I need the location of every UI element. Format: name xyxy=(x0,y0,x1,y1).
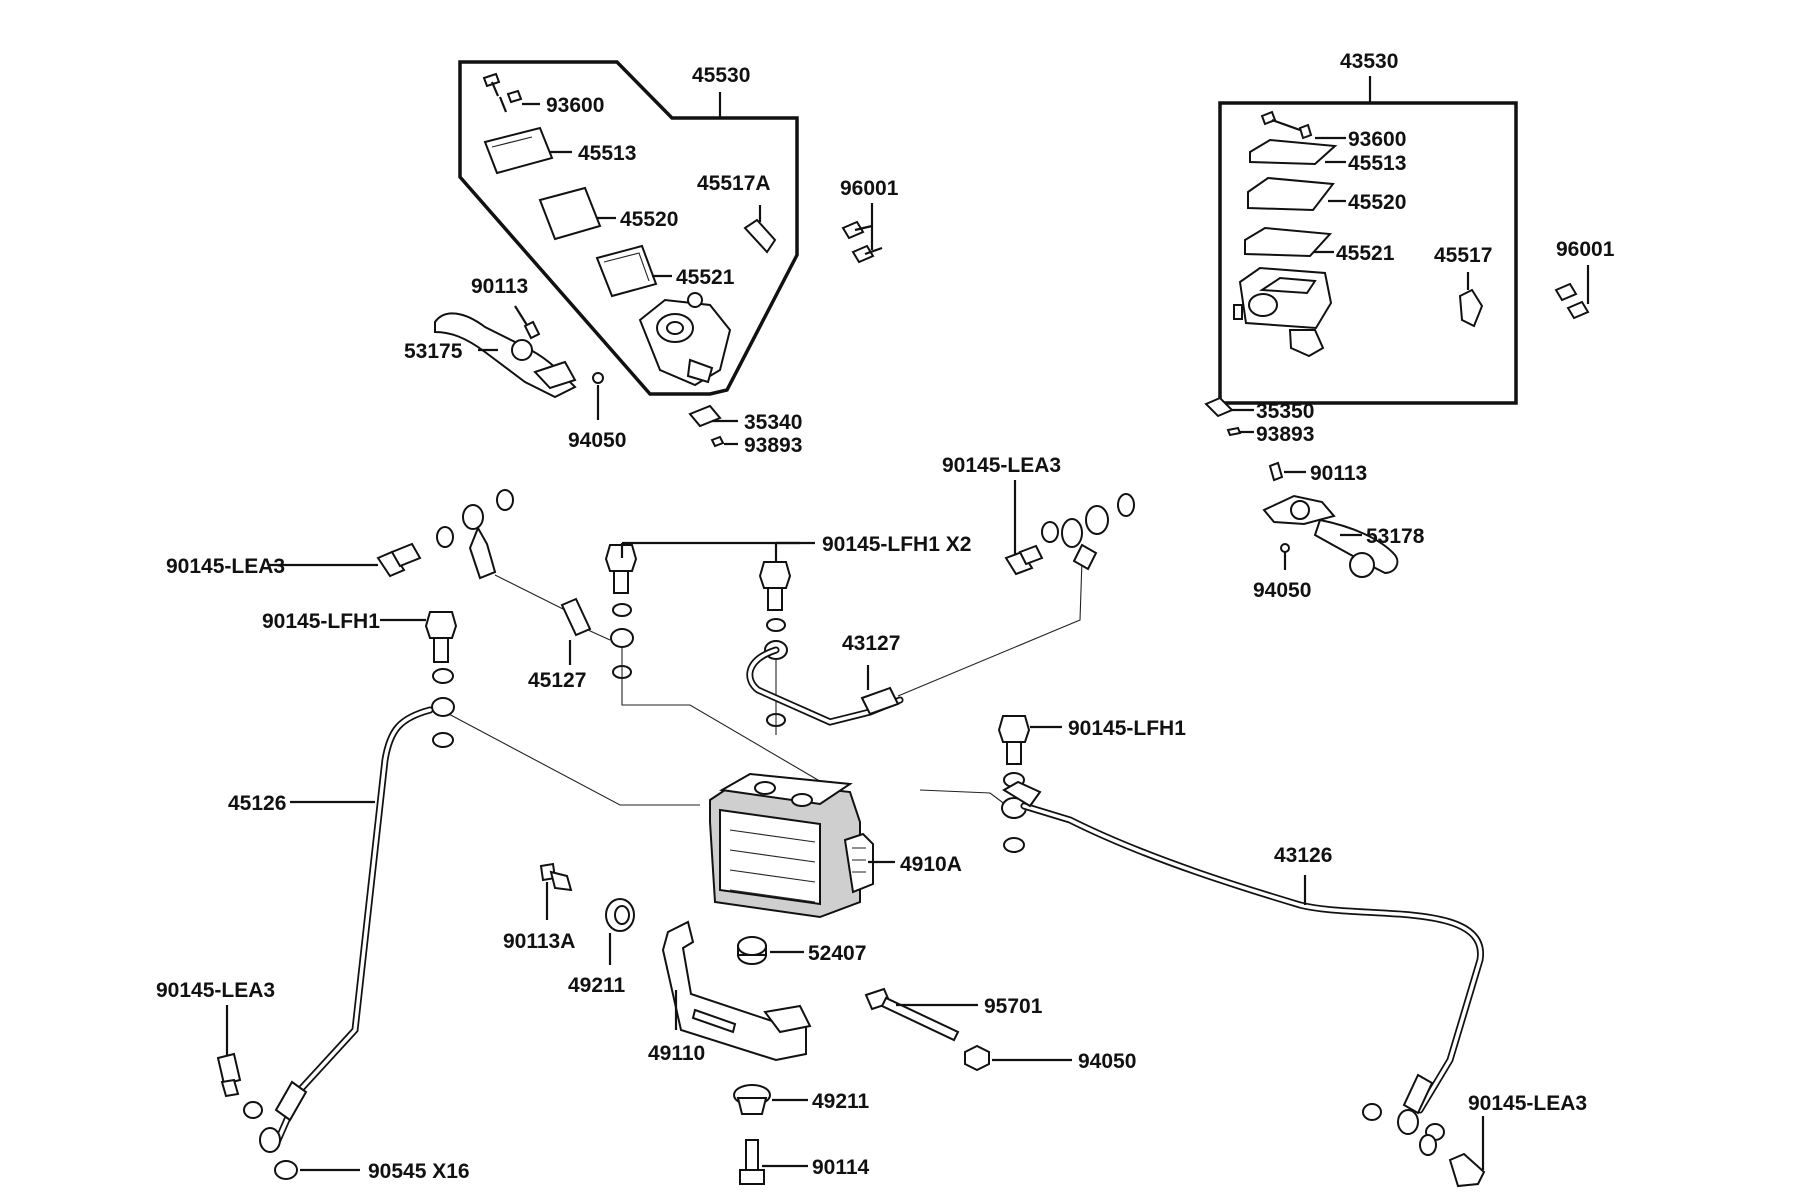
brake-hose-43126 xyxy=(1002,780,1484,1141)
spacer-52407 xyxy=(737,936,767,965)
banjo-bolt-90145-LEA3-right-lower xyxy=(1419,1134,1486,1188)
pin-90114 xyxy=(739,1139,765,1185)
label-90113-right: 90113 xyxy=(1310,462,1367,485)
label-49211-upper: 49211 xyxy=(568,974,626,997)
brake-lever-53175 xyxy=(434,312,577,399)
label-4910A: 4910A xyxy=(900,853,962,876)
label-96001-right: 96001 xyxy=(1556,238,1615,261)
label-43126: 43126 xyxy=(1274,844,1332,867)
master-cylinder-body-right xyxy=(1233,266,1333,358)
brake-hose-43127 xyxy=(746,493,1135,726)
reservoir-cap-45513-right xyxy=(1249,138,1338,166)
label-43530: 43530 xyxy=(1340,50,1398,73)
label-93893-left: 93893 xyxy=(744,434,802,457)
label-45513-left: 45513 xyxy=(578,142,636,165)
label-52407: 52407 xyxy=(808,942,866,965)
label-53175: 53175 xyxy=(404,340,463,363)
cap-plate-45520-left xyxy=(538,186,602,241)
label-90545-x16: 90545 X16 xyxy=(368,1160,470,1183)
label-90145-LEA3-left-upper: 90145-LEA3 xyxy=(166,555,285,578)
label-45520-right: 45520 xyxy=(1348,191,1406,214)
left-group-frame xyxy=(458,60,799,396)
label-90145-LEA3-right-upper: 90145-LEA3 xyxy=(942,454,1061,477)
label-49211-lower: 49211 xyxy=(812,1090,870,1113)
left-master-cylinder-group: 45530 93600 45513 45520 45521 45517A xyxy=(458,60,799,396)
master-cylinder-body-left xyxy=(638,292,732,387)
washer-90545 xyxy=(274,1160,298,1180)
label-49110: 49110 xyxy=(648,1042,705,1065)
label-35350: 35350 xyxy=(1256,400,1314,423)
label-45126: 45126 xyxy=(228,792,286,815)
reservoir-cap-45513-left xyxy=(483,126,554,175)
bolt-95701 xyxy=(864,987,960,1042)
cap-plate-45520-right xyxy=(1247,176,1335,212)
label-94050-lower: 94050 xyxy=(1078,1050,1136,1073)
label-96001-left: 96001 xyxy=(840,177,899,200)
banjo-bolts-90145-LFH1-x2 xyxy=(604,544,792,727)
screw-93600-left xyxy=(482,72,523,113)
brake-hose-45127 xyxy=(462,504,611,641)
label-90113A: 90113A xyxy=(503,930,575,953)
label-45517: 45517 xyxy=(1434,244,1492,267)
bracket-49110 xyxy=(661,920,812,1062)
label-45521-left: 45521 xyxy=(676,266,735,289)
right-master-cylinder-group: 43530 93600 45513 45520 45521 45517 xyxy=(1218,50,1518,405)
label-35340: 35340 xyxy=(744,411,802,434)
label-45127: 45127 xyxy=(528,669,586,692)
label-94050-left: 94050 xyxy=(568,429,626,452)
label-45517A: 45517A xyxy=(697,172,771,195)
nut-94050-left xyxy=(592,372,604,384)
banjo-bolt-90145-LEA3-left-lower xyxy=(216,1052,242,1098)
clip-45517-right xyxy=(1458,288,1484,328)
label-95701: 95701 xyxy=(984,995,1043,1018)
washer-2 xyxy=(496,489,514,511)
brake-switch-35340 xyxy=(688,404,738,448)
label-90145-LFH1-x2: 90145-LFH1 X2 xyxy=(822,533,971,556)
brake-lever-53178 xyxy=(1262,494,1399,578)
right-group-frame xyxy=(1218,101,1518,405)
banjo-bolt-90145-LEA3-right-upper xyxy=(1004,521,1059,576)
label-94050-right: 94050 xyxy=(1253,579,1311,602)
label-90145-LEA3-left-lower: 90145-LEA3 xyxy=(156,979,275,1002)
label-45513-right: 45513 xyxy=(1348,152,1406,175)
label-93600-left: 93600 xyxy=(546,94,604,117)
clip-45517A-left xyxy=(743,218,777,254)
label-93893-right: 93893 xyxy=(1256,423,1314,446)
grommet-49211-upper xyxy=(605,898,635,932)
screw-93600-right xyxy=(1260,110,1313,140)
label-45530: 45530 xyxy=(692,64,750,87)
label-90145-LFH1-left: 90145-LFH1 xyxy=(262,610,380,633)
abs-modulator-4910A xyxy=(709,772,874,919)
brake-hose-45126 xyxy=(243,697,455,1153)
grommet-49211-lower xyxy=(733,1084,771,1115)
label-45520-left: 45520 xyxy=(620,208,678,231)
label-90113-left: 90113 xyxy=(471,275,528,298)
washer-1 xyxy=(436,526,454,548)
nut-94050-lower xyxy=(964,1044,990,1072)
nut-94050-right xyxy=(1280,543,1290,553)
bolt-90113A xyxy=(539,862,573,892)
label-93600-right: 93600 xyxy=(1348,128,1406,151)
diaphragm-45521-right xyxy=(1244,226,1333,258)
label-90145-LEA3-right-lower: 90145-LEA3 xyxy=(1468,1092,1587,1115)
label-43127: 43127 xyxy=(842,632,900,655)
pivot-bolt-90113-left: 90113 xyxy=(471,275,541,340)
screws-96001-right xyxy=(1554,265,1590,320)
brake-switch-35350 xyxy=(1204,396,1254,437)
banjo-bolt-90145-LEA3-left-upper xyxy=(376,542,422,578)
label-90114: 90114 xyxy=(812,1156,870,1179)
banjo-bolt-90145-LFH1-left xyxy=(424,611,458,684)
diaphragm-45521-left xyxy=(595,244,658,298)
label-45521-right: 45521 xyxy=(1336,242,1395,265)
screws-96001-left xyxy=(841,203,883,264)
pivot-bolt-90113-right xyxy=(1268,461,1284,482)
banjo-bolt-90145-LFH1-right xyxy=(997,715,1031,853)
label-53178: 53178 xyxy=(1366,525,1425,548)
label-90145-LFH1-right: 90145-LFH1 xyxy=(1068,717,1186,740)
